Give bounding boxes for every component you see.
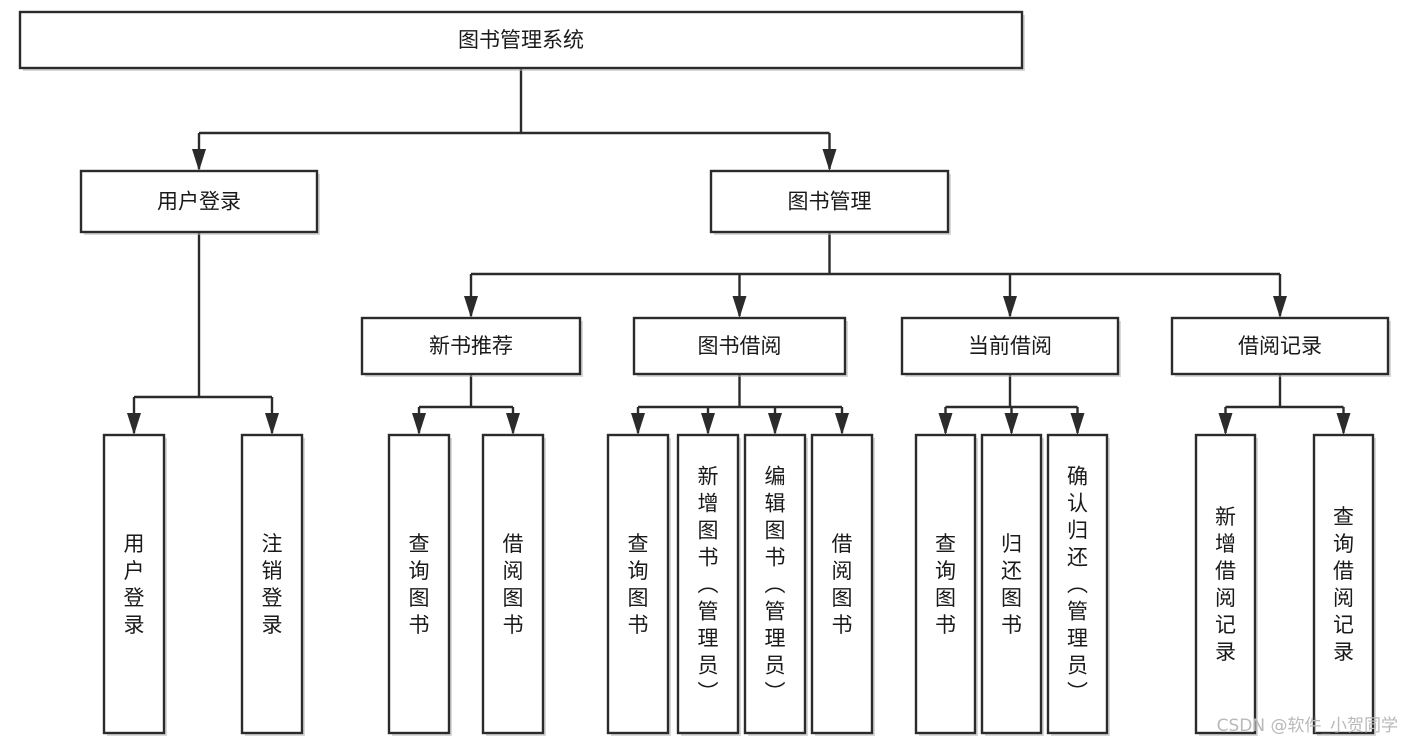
arrow-icon-leaf-cur-return (1004, 413, 1019, 435)
arrow-icon-leaf-book-borrow (835, 413, 849, 435)
watermark-label: CSDN @软件_小贺同学 (1217, 716, 1398, 736)
arrow-icon-book-borrow (732, 296, 747, 318)
arrow-icon-borrow-record (1273, 296, 1287, 318)
node-leaf-cur-query[interactable]: 查询图书 (914, 433, 978, 736)
node-label: 新增借阅记录 (1215, 505, 1236, 664)
node-box[interactable] (18, 10, 1024, 70)
node-box[interactable] (1194, 433, 1257, 735)
node-leaf-user-login[interactable]: 用户登录 (102, 433, 167, 736)
node-label: 编辑图书︵管理员︶ (765, 465, 786, 705)
arrow-icon-user-login (192, 149, 206, 171)
node-leaf-borrow-query[interactable]: 查询图书 (606, 433, 671, 736)
node-box[interactable] (387, 433, 451, 735)
node-box[interactable] (1312, 433, 1375, 735)
node-leaf-rec-search[interactable]: 查询借阅记录 (1312, 433, 1376, 736)
node-box[interactable] (632, 316, 847, 376)
node-box[interactable] (1046, 433, 1109, 735)
arrow-icon-leaf-rec-borrow (506, 413, 520, 435)
node-leaf-cur-confirm[interactable]: 确认归还︵管理员︶ (1046, 433, 1110, 736)
node-box[interactable] (709, 169, 950, 234)
node-book-borrow[interactable]: 图书借阅 (632, 316, 848, 377)
arrow-icon-leaf-book-add (701, 413, 715, 435)
arrow-icon-book-manage (822, 149, 837, 171)
node-label: 注销登录 (262, 532, 283, 637)
arrow-icon-current-borrow (1003, 296, 1017, 318)
node-leaf-book-borrow[interactable]: 借阅图书 (810, 433, 875, 736)
arrow-icon-leaf-borrow-query (631, 413, 645, 435)
node-book-manage[interactable]: 图书管理 (709, 169, 951, 235)
connector-group-edge-book-manage (464, 232, 1287, 318)
node-leaf-book-edit[interactable]: 编辑图书︵管理员︶ (743, 433, 808, 736)
arrow-icon-new-book-rec (464, 296, 478, 318)
node-leaf-rec-add[interactable]: 新增借阅记录 (1194, 433, 1258, 736)
arrow-icon-leaf-rec-add (1218, 413, 1233, 435)
connector-group-edge-current-borrow (938, 374, 1085, 435)
node-box[interactable] (79, 169, 319, 234)
node-leaf-rec-query[interactable]: 查询图书 (387, 433, 452, 736)
node-box[interactable] (900, 316, 1120, 376)
node-label: 查询图书 (935, 532, 956, 637)
node-box[interactable] (980, 433, 1043, 735)
node-label: 查询借阅记录 (1333, 505, 1354, 664)
arrow-icon-leaf-cur-query (938, 413, 953, 435)
connector-group-edge-root (192, 68, 837, 171)
node-box[interactable] (914, 433, 977, 735)
node-label: 借阅图书 (832, 532, 853, 637)
node-layer: 图书管理系统用户登录图书管理新书推荐图书借阅当前借阅借阅记录用户登录注销登录查询… (18, 10, 1391, 736)
node-root[interactable]: 图书管理系统 (18, 10, 1025, 71)
node-label: 新增图书︵管理员︶ (698, 465, 719, 705)
node-label: 用户登录 (124, 532, 145, 637)
connector-group-edge-new-book-rec (412, 374, 520, 435)
node-box[interactable] (481, 433, 545, 735)
connector-group-edge-book-borrow (631, 374, 849, 435)
node-box[interactable] (743, 433, 807, 735)
watermark-layer: CSDN @软件_小贺同学 (1217, 716, 1398, 736)
arrow-icon-leaf-rec-search (1336, 413, 1351, 435)
node-label: 查询图书 (409, 532, 430, 637)
arrow-icon-leaf-rec-query (412, 413, 426, 435)
node-label: 借阅图书 (503, 532, 524, 637)
arrow-icon-leaf-cur-confirm (1070, 413, 1085, 435)
connector-group-edge-borrow-record (1218, 374, 1351, 435)
node-user-login[interactable]: 用户登录 (79, 169, 320, 235)
node-leaf-rec-borrow[interactable]: 借阅图书 (481, 433, 546, 736)
node-box[interactable] (1170, 316, 1390, 376)
arrow-icon-leaf-logout (265, 413, 279, 435)
connector-group-edge-user-login (127, 232, 279, 435)
node-label: 借阅记录 (1238, 334, 1322, 358)
node-box[interactable] (676, 433, 740, 735)
node-label: 当前借阅 (968, 334, 1052, 358)
node-leaf-cur-return[interactable]: 归还图书 (980, 433, 1044, 736)
node-label: 归还图书 (1001, 532, 1022, 637)
arrow-icon-leaf-user-login (127, 413, 141, 435)
node-box[interactable] (810, 433, 874, 735)
node-borrow-record[interactable]: 借阅记录 (1170, 316, 1391, 377)
arrow-icon-leaf-book-edit (768, 413, 782, 435)
node-label: 查询图书 (628, 532, 649, 637)
node-new-book-rec[interactable]: 新书推荐 (360, 316, 583, 377)
node-box[interactable] (102, 433, 166, 735)
node-current-borrow[interactable]: 当前借阅 (900, 316, 1121, 377)
node-box[interactable] (606, 433, 670, 735)
node-label: 图书借阅 (698, 334, 782, 358)
node-box[interactable] (240, 433, 304, 735)
connector-layer (127, 68, 1351, 435)
node-leaf-book-add[interactable]: 新增图书︵管理员︶ (676, 433, 741, 736)
node-label: 图书管理 (788, 190, 872, 214)
node-label: 用户登录 (157, 190, 241, 214)
node-box[interactable] (360, 316, 582, 376)
node-label: 确认归还︵管理员︶ (1067, 465, 1088, 705)
node-label: 图书管理系统 (458, 28, 584, 52)
node-leaf-logout[interactable]: 注销登录 (240, 433, 305, 736)
node-label: 新书推荐 (429, 334, 513, 358)
